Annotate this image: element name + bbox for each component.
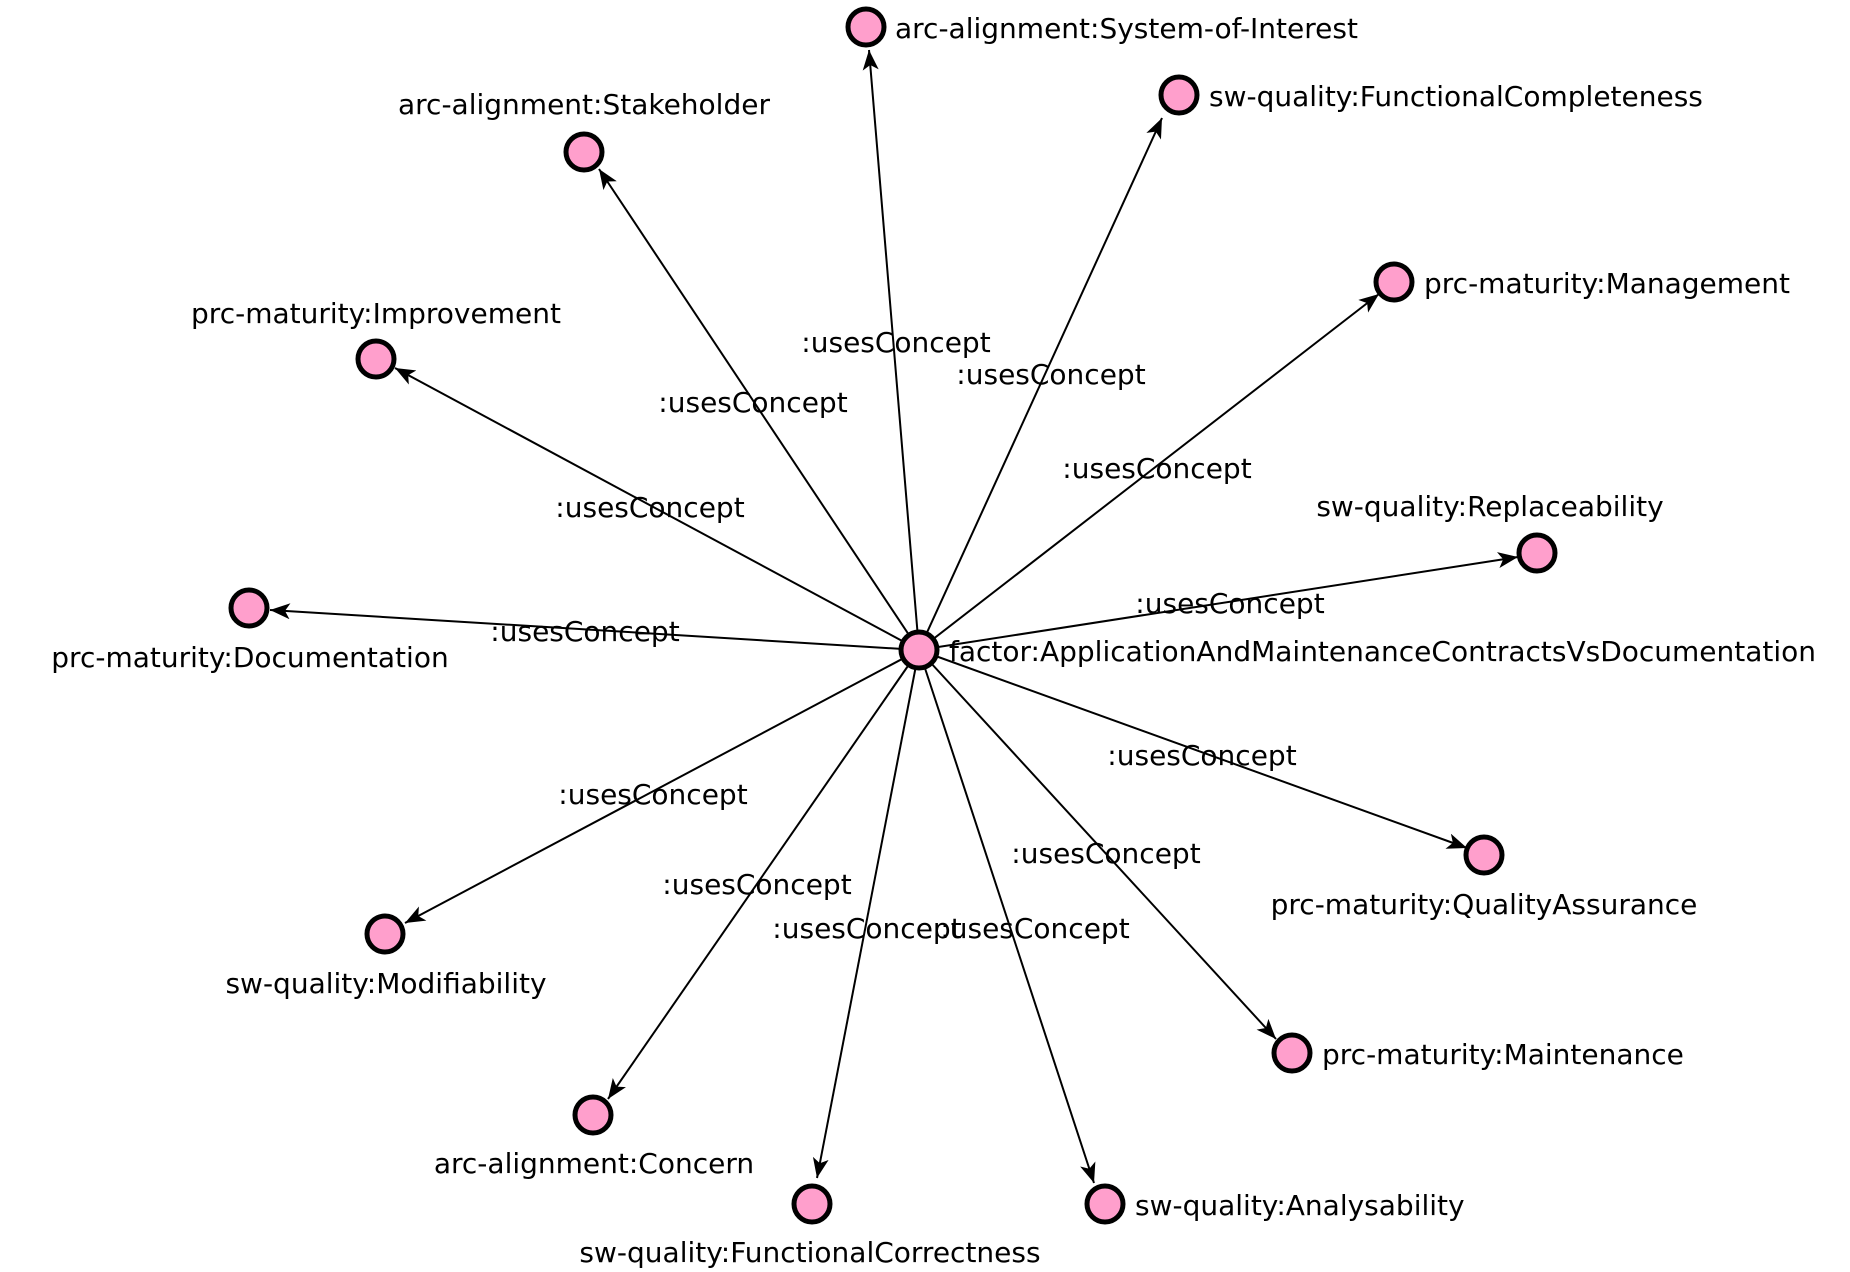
node-label: sw-quality:FunctionalCompleteness bbox=[1209, 80, 1703, 113]
edge[interactable]: :usesConcept bbox=[394, 367, 920, 651]
node-label: prc-maturity:Maintenance bbox=[1322, 1038, 1684, 1071]
node-label: prc-maturity:Documentation bbox=[51, 641, 448, 674]
edge-label: :usesConcept bbox=[662, 868, 851, 901]
node-circle[interactable] bbox=[845, 6, 887, 48]
edge-line bbox=[918, 117, 1163, 651]
node-improvement[interactable]: prc-maturity:Improvement bbox=[191, 297, 561, 380]
node-system-of-interest[interactable]: arc-alignment:System-of-Interest bbox=[845, 6, 1358, 48]
edge[interactable]: :usesConcept bbox=[918, 552, 1519, 651]
node-circle[interactable] bbox=[355, 338, 397, 380]
node-label: prc-maturity:QualityAssurance bbox=[1271, 888, 1698, 921]
node-circle[interactable] bbox=[572, 1094, 614, 1136]
edge[interactable]: :usesConcept bbox=[918, 293, 1380, 651]
edge[interactable]: :usesConcept bbox=[607, 649, 920, 1100]
node-circle[interactable] bbox=[228, 587, 270, 629]
node-concern[interactable]: arc-alignment:Concern bbox=[434, 1094, 754, 1180]
node-circle[interactable] bbox=[1373, 261, 1415, 303]
edge-line bbox=[918, 649, 1096, 1184]
node-analysability[interactable]: sw-quality:Analysability bbox=[1084, 1183, 1465, 1225]
node-circle[interactable] bbox=[364, 913, 406, 955]
node-label: sw-quality:Replaceability bbox=[1316, 490, 1663, 523]
edges: :usesConcept :usesConcept :usesConcept :… bbox=[269, 49, 1519, 1184]
edge-label: :usesConcept bbox=[956, 358, 1145, 391]
edge-line bbox=[862, 49, 920, 651]
edge[interactable]: :usesConcept bbox=[269, 603, 920, 651]
node-circle[interactable] bbox=[898, 629, 940, 671]
edge-line bbox=[607, 649, 920, 1100]
edge[interactable]: :usesConcept bbox=[918, 649, 1277, 1040]
edge[interactable]: :usesConcept bbox=[598, 168, 920, 651]
edge-label: :usesConcept bbox=[940, 912, 1129, 945]
node-label: arc-alignment:Stakeholder bbox=[398, 88, 770, 121]
edge-line bbox=[812, 649, 920, 1179]
edge-label: :usesConcept bbox=[1062, 452, 1251, 485]
node-quality-assurance[interactable]: prc-maturity:QualityAssurance bbox=[1271, 834, 1698, 921]
edge-label: :usesConcept bbox=[555, 491, 744, 524]
node-label: sw-quality:Analysability bbox=[1135, 1189, 1465, 1222]
node-management[interactable]: prc-maturity:Management bbox=[1373, 261, 1790, 303]
node-circle[interactable] bbox=[791, 1183, 833, 1225]
node-circle[interactable] bbox=[1271, 1032, 1313, 1074]
nodes: arc-alignment:System-of-Interest sw-qual… bbox=[51, 6, 1816, 1269]
edge-line bbox=[918, 552, 1519, 651]
edge-line bbox=[918, 649, 1468, 849]
edge[interactable]: :usesConcept bbox=[801, 49, 991, 651]
node-maintenance[interactable]: prc-maturity:Maintenance bbox=[1271, 1032, 1684, 1074]
node-label: sw-quality:FunctionalCorrectness bbox=[579, 1236, 1040, 1269]
node-label: arc-alignment:System-of-Interest bbox=[895, 12, 1358, 45]
node-label: prc-maturity:Improvement bbox=[191, 297, 561, 330]
edge-line bbox=[404, 649, 920, 924]
edge-label: :usesConcept bbox=[558, 778, 747, 811]
edge-label: :usesConcept bbox=[490, 615, 679, 648]
node-replaceability[interactable]: sw-quality:Replaceability bbox=[1316, 490, 1664, 574]
edge-line bbox=[394, 367, 920, 651]
edge-label: :usesConcept bbox=[801, 326, 990, 359]
edge[interactable]: :usesConcept bbox=[918, 117, 1163, 651]
edge-label: :usesConcept bbox=[1011, 837, 1200, 870]
node-documentation[interactable]: prc-maturity:Documentation bbox=[51, 587, 449, 674]
node-label: sw-quality:Modifiability bbox=[225, 967, 546, 1000]
edge-label: :usesConcept bbox=[1135, 587, 1324, 620]
edge-label: :usesConcept bbox=[772, 912, 961, 945]
edge[interactable]: :usesConcept bbox=[918, 649, 1468, 849]
edge-line bbox=[269, 603, 920, 651]
edge[interactable]: :usesConcept bbox=[918, 649, 1130, 1184]
node-circle[interactable] bbox=[1084, 1183, 1126, 1225]
node-circle[interactable] bbox=[1158, 74, 1200, 116]
node-circle[interactable] bbox=[1463, 834, 1505, 876]
node-modifiability[interactable]: sw-quality:Modifiability bbox=[225, 913, 547, 1000]
node-center[interactable]: factor:ApplicationAndMaintenanceContract… bbox=[898, 629, 1816, 671]
node-circle[interactable] bbox=[563, 131, 605, 173]
node-circle[interactable] bbox=[1516, 532, 1558, 574]
edge-line bbox=[918, 649, 1277, 1040]
node-label: prc-maturity:Management bbox=[1424, 267, 1790, 300]
edge-line bbox=[918, 293, 1380, 651]
node-stakeholder[interactable]: arc-alignment:Stakeholder bbox=[398, 88, 770, 173]
node-functional-completeness[interactable]: sw-quality:FunctionalCompleteness bbox=[1158, 74, 1703, 116]
edge-line bbox=[598, 168, 920, 651]
edge-label: :usesConcept bbox=[658, 386, 847, 419]
node-label: arc-alignment:Concern bbox=[434, 1147, 754, 1180]
node-functional-correctness[interactable]: sw-quality:FunctionalCorrectness bbox=[579, 1183, 1041, 1269]
center-node-label: factor:ApplicationAndMaintenanceContract… bbox=[949, 635, 1816, 668]
edge-label: :usesConcept bbox=[1107, 739, 1296, 772]
edge[interactable]: :usesConcept bbox=[772, 649, 962, 1179]
edge[interactable]: :usesConcept bbox=[404, 649, 920, 924]
